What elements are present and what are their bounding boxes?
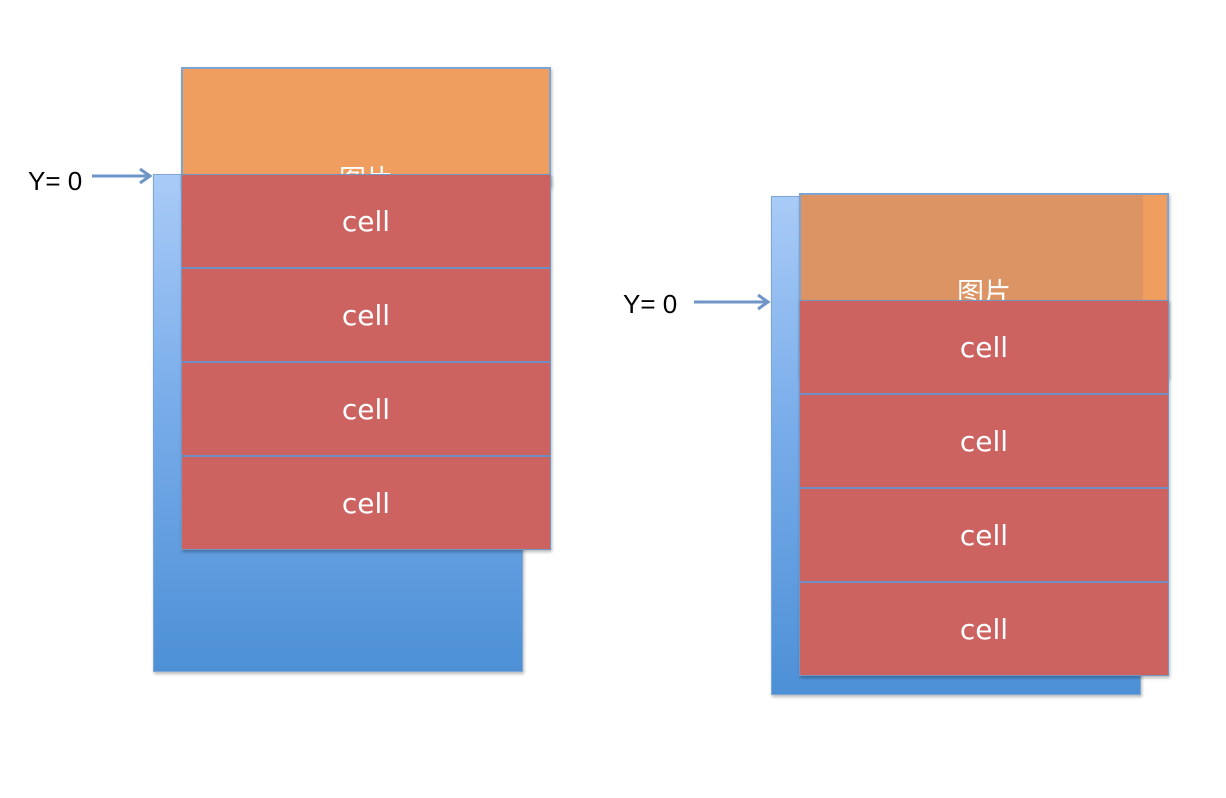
left-y-zero-arrow bbox=[92, 167, 153, 185]
left-y-zero-label: Y= 0 bbox=[28, 166, 83, 196]
right-cell-3: cell bbox=[800, 489, 1168, 583]
left-cell-4: cell bbox=[341, 486, 391, 520]
right-cell-stack: cell cell cell cell bbox=[799, 300, 1169, 676]
right-cell-1: cell bbox=[800, 301, 1168, 395]
right-cell-4: cell bbox=[959, 612, 1009, 646]
right-y-zero-label: Y= 0 bbox=[623, 289, 678, 319]
left-header-image: 图片 bbox=[181, 67, 551, 187]
left-cell-stack: cell cell cell cell bbox=[181, 174, 551, 550]
left-cell-1: cell bbox=[182, 175, 550, 269]
right-y-zero-arrow bbox=[694, 293, 771, 311]
right-cell-2: cell bbox=[800, 395, 1168, 489]
left-cell-3: cell bbox=[182, 363, 550, 457]
left-cell-2: cell bbox=[182, 269, 550, 363]
